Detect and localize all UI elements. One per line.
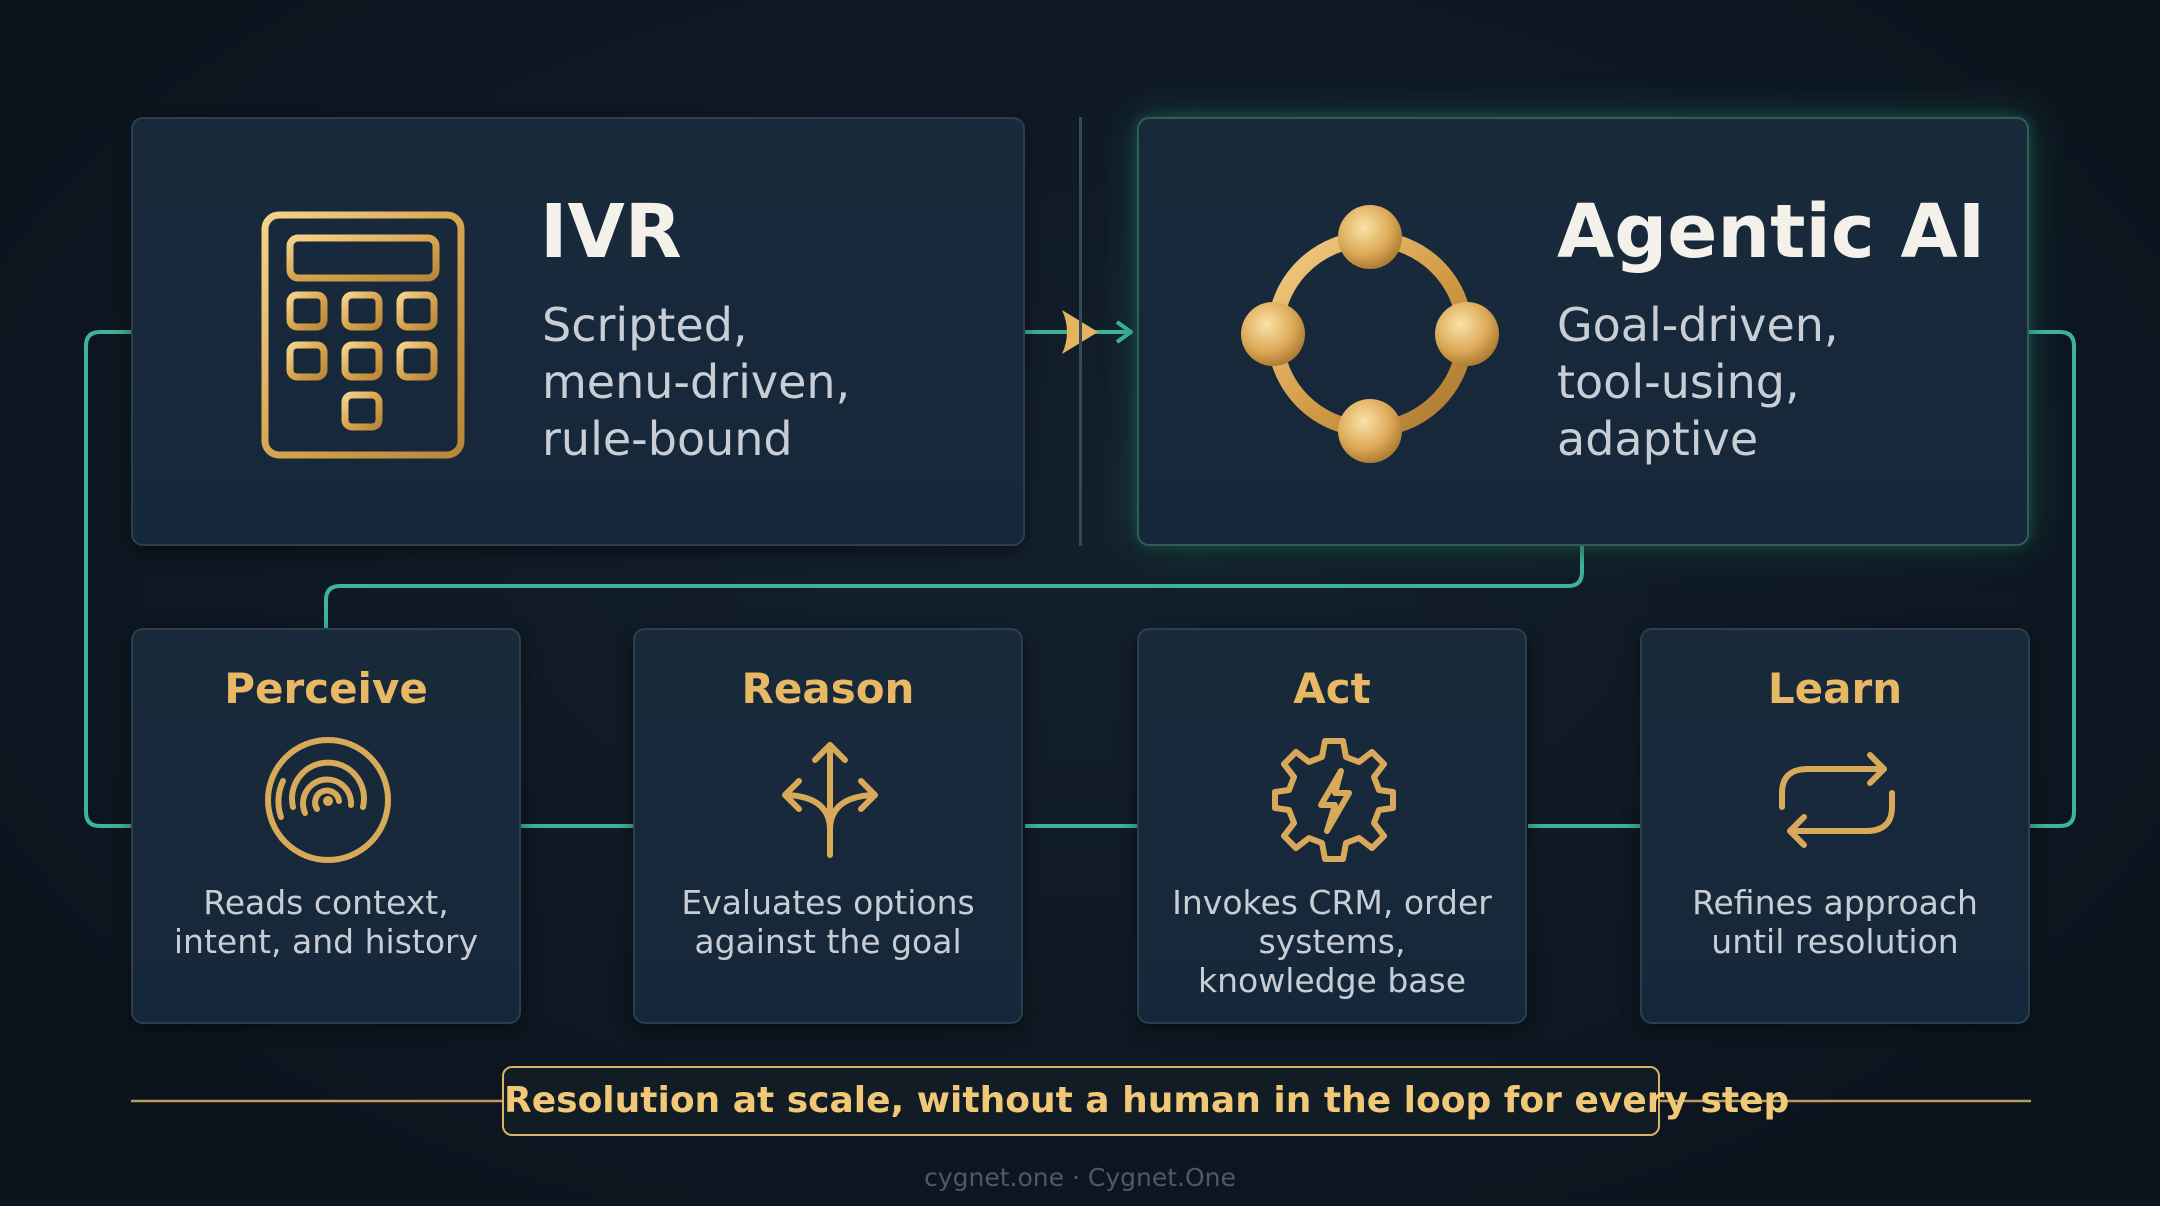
- connector-right-loop: [2029, 330, 2076, 828]
- step-card-perceive: Perceive Reads context, intent, and hist…: [131, 628, 521, 1024]
- step-card-reason: Reason Evaluates options against the goa…: [633, 628, 1023, 1024]
- step-title: Learn: [1767, 664, 1903, 713]
- step-title: Act: [1293, 664, 1371, 713]
- step-description: Refines approach until resolution: [1692, 883, 1978, 961]
- step-description: Evaluates options against the goal: [681, 883, 975, 961]
- agentic-title: Agentic AI: [1557, 189, 1986, 275]
- arrowhead-teal: [1115, 320, 1133, 344]
- ivr-title: IVR: [540, 189, 682, 275]
- footer-credit: cygnet.one · Cygnet.One: [924, 1163, 1236, 1192]
- panel-divider: [1079, 117, 1082, 546]
- step-title: Reason: [741, 664, 915, 713]
- summary-banner: Resolution at scale, without a human in …: [502, 1066, 1789, 1136]
- step-title: Perceive: [224, 664, 428, 713]
- radar-icon: [265, 737, 391, 863]
- connector-agentic-to-perceive: [324, 546, 1584, 628]
- connector-left-loop: [84, 330, 131, 828]
- step-description: Reads context, intent, and history: [173, 883, 479, 961]
- step-description: Invokes CRM, order systems, knowledge ba…: [1172, 883, 1492, 1000]
- branching-arrows-icon: [782, 742, 878, 858]
- refresh-cycle-icon: [1779, 752, 1895, 848]
- agentic-subtitle: Goal-driven, tool-using, adaptive: [1557, 298, 1839, 466]
- orbit-nodes-icon: [1241, 205, 1499, 463]
- keypad-icon: [261, 211, 465, 459]
- ivr-card: IVR Scripted, menu-driven, rule-bound: [131, 117, 1025, 546]
- gear-lightning-icon: [1272, 738, 1396, 862]
- step-card-learn: Learn Refines approach until resolution: [1640, 628, 2030, 1024]
- agentic-ai-card: Agentic AI Goal-driven, tool-using, adap…: [1137, 117, 2029, 546]
- step-card-act: Act Invokes CRM, order systems, knowledg…: [1137, 628, 1527, 1024]
- ivr-subtitle: Scripted, menu-driven, rule-bound: [542, 298, 851, 466]
